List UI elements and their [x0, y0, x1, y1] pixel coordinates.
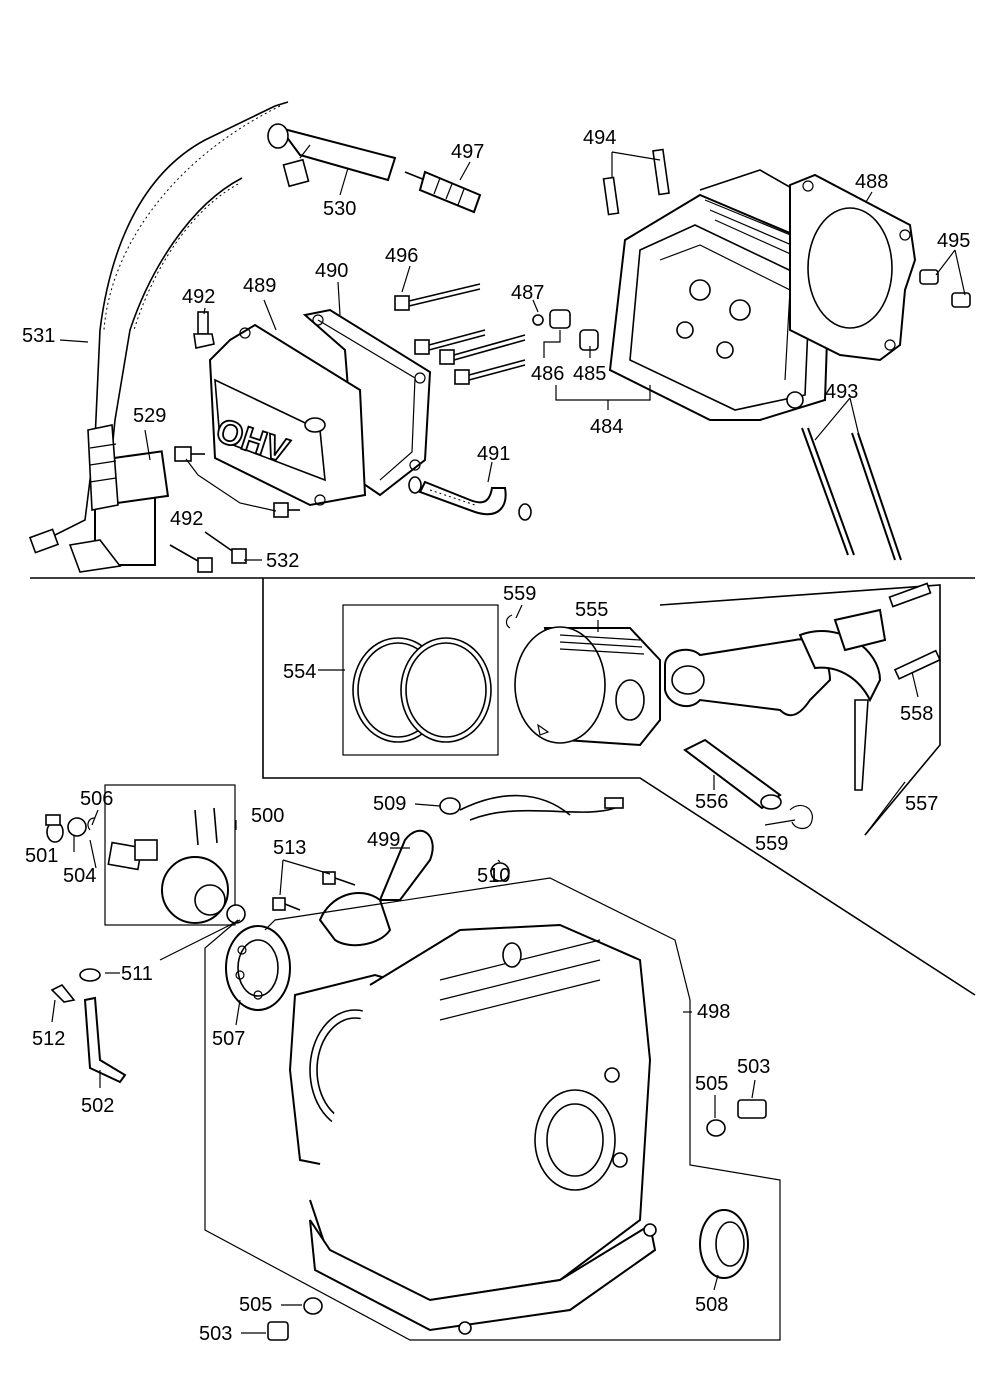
- label-512: 512: [32, 1028, 65, 1050]
- label-529: 529: [133, 405, 166, 427]
- label-532: 532: [266, 550, 299, 572]
- label-492-top: 492: [182, 286, 215, 308]
- connecting-rod: [664, 582, 942, 791]
- section-dividers: [30, 577, 976, 996]
- leader-lines: [51, 151, 966, 1334]
- label-492-bottom: 492: [170, 508, 203, 530]
- cylinder-head: [608, 169, 848, 421]
- label-486: 486: [531, 363, 564, 385]
- label-500: 500: [251, 805, 284, 827]
- coil-bolts: [169, 531, 247, 573]
- label-487: 487: [511, 282, 544, 304]
- label-559-top: 559: [503, 583, 536, 605]
- label-513: 513: [273, 837, 306, 859]
- label-488: 488: [855, 171, 888, 193]
- ignition-coil-assembly: [28, 101, 289, 573]
- label-502: 502: [81, 1095, 114, 1117]
- oil-sensor: [272, 794, 624, 947]
- label-557: 557: [905, 793, 938, 815]
- label-554: 554: [283, 661, 316, 683]
- valve-small-parts: [532, 309, 599, 351]
- label-558: 558: [900, 703, 933, 725]
- label-501: 501: [25, 845, 58, 867]
- label-491: 491: [477, 443, 510, 465]
- label-511: 511: [121, 963, 153, 985]
- head-studs: [602, 148, 670, 216]
- cover-bolts: [174, 311, 300, 518]
- label-508: 508: [695, 1294, 728, 1316]
- label-504: 504: [63, 865, 96, 887]
- breather-tube: [408, 476, 532, 521]
- oil-seal-and-drain: [267, 1099, 767, 1341]
- valve-cover-assembly: OHV: [208, 308, 432, 507]
- label-490: 490: [315, 260, 348, 282]
- part-labels: 497 530 494 488 495 496 489 490 492 487 …: [22, 127, 970, 1345]
- spark-plug-cap: [267, 123, 397, 188]
- governor-assembly: [45, 784, 246, 926]
- label-556: 556: [695, 791, 728, 813]
- label-531: 531: [22, 325, 55, 347]
- label-495: 495: [937, 230, 970, 252]
- label-494: 494: [583, 127, 616, 149]
- label-503-right: 503: [737, 1056, 770, 1078]
- label-485: 485: [573, 363, 606, 385]
- label-489: 489: [243, 275, 276, 297]
- label-505-right: 505: [695, 1073, 728, 1095]
- dowel-pins: [919, 269, 971, 308]
- label-503-bottom: 503: [199, 1323, 232, 1345]
- label-507: 507: [212, 1028, 245, 1050]
- label-484: 484: [590, 416, 623, 438]
- head-bolts: [394, 283, 526, 385]
- head-gasket: [789, 173, 917, 362]
- governor-arm: [50, 968, 127, 1084]
- label-559-bottom: 559: [755, 833, 788, 855]
- bearing: [225, 925, 291, 1011]
- spark-plug: [404, 170, 482, 214]
- piston-rings: [342, 604, 499, 756]
- label-555: 555: [575, 599, 608, 621]
- label-530: 530: [323, 198, 356, 220]
- label-496: 496: [385, 245, 418, 267]
- label-498: 498: [697, 1001, 730, 1023]
- piston: [505, 614, 661, 747]
- label-493: 493: [825, 381, 858, 403]
- crankcase: [204, 877, 781, 1341]
- piston-pin: [683, 738, 813, 830]
- label-505-bottom: 505: [239, 1294, 272, 1316]
- label-497: 497: [451, 141, 484, 163]
- label-499: 499: [367, 829, 400, 851]
- label-506: 506: [80, 788, 113, 810]
- label-510: 510: [477, 865, 510, 887]
- long-studs: [801, 427, 902, 561]
- label-509: 509: [373, 793, 406, 815]
